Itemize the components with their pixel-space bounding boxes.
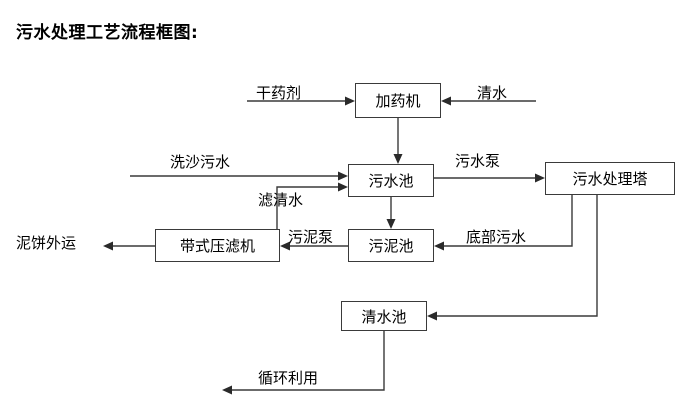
node-label: 污水池 bbox=[368, 172, 414, 190]
arrowhead-tower-to-clear-water bbox=[427, 311, 437, 321]
arrowhead-recycle bbox=[222, 385, 232, 395]
arrowhead-sewage-pump bbox=[535, 173, 545, 183]
wire-bottom-sewage-to-sludge-pool bbox=[441, 195, 573, 247]
node-label: 清水池 bbox=[361, 307, 407, 326]
arrowhead-clean-water bbox=[441, 96, 451, 106]
edge-label-sludge-pump: 污泥泵 bbox=[288, 228, 334, 246]
node-label: 污泥池 bbox=[368, 237, 414, 255]
edge-label-sand-wash-sewage: 洗沙污水 bbox=[170, 153, 231, 171]
node-sludge-pool[interactable]: 污泥池 bbox=[348, 229, 434, 262]
arrowhead-sandwash bbox=[338, 171, 348, 181]
edge-label-clean-water: 清水 bbox=[477, 84, 508, 102]
node-treatment-tower[interactable]: 污水处理塔 bbox=[545, 162, 675, 195]
arrowhead-bottom-sewage bbox=[434, 241, 444, 251]
arrowhead-dry-chemical bbox=[345, 96, 355, 106]
edge-label-filtered-water: 滤清水 bbox=[258, 191, 304, 209]
edge-label-bottom-sewage: 底部污水 bbox=[466, 228, 527, 246]
node-clear-water-pool[interactable]: 清水池 bbox=[341, 301, 427, 331]
page-title: 污水处理工艺流程框图: bbox=[16, 23, 199, 43]
node-dosing-machine[interactable]: 加药机 bbox=[355, 83, 441, 118]
arrowhead-sludge-pump bbox=[280, 241, 290, 251]
wire-tower-to-clear-water-pool bbox=[434, 195, 598, 317]
edge-label-dry-chemical: 干药剂 bbox=[256, 84, 302, 102]
arrowhead-dosing-to-sewage-pool bbox=[393, 154, 403, 164]
node-label: 污水处理塔 bbox=[572, 170, 648, 188]
node-label: 加药机 bbox=[375, 92, 421, 110]
edge-label-sewage-pump: 污水泵 bbox=[455, 152, 501, 170]
arrowhead-filtered-water bbox=[338, 182, 348, 192]
edge-label-mud-cake-out: 泥饼外运 bbox=[16, 234, 77, 252]
arrowhead-mud-cake bbox=[103, 241, 113, 251]
node-sewage-pool[interactable]: 污水池 bbox=[348, 164, 434, 197]
node-label: 带式压滤机 bbox=[179, 237, 255, 255]
edge-label-recycle-reuse: 循环利用 bbox=[258, 369, 319, 387]
wire-clear-water-to-recycle bbox=[229, 331, 385, 391]
node-belt-filter-press[interactable]: 带式压滤机 bbox=[155, 229, 280, 262]
wire-filtered-water-to-sewage-pool bbox=[276, 186, 341, 229]
arrowhead-sewage-to-sludge bbox=[386, 219, 396, 229]
